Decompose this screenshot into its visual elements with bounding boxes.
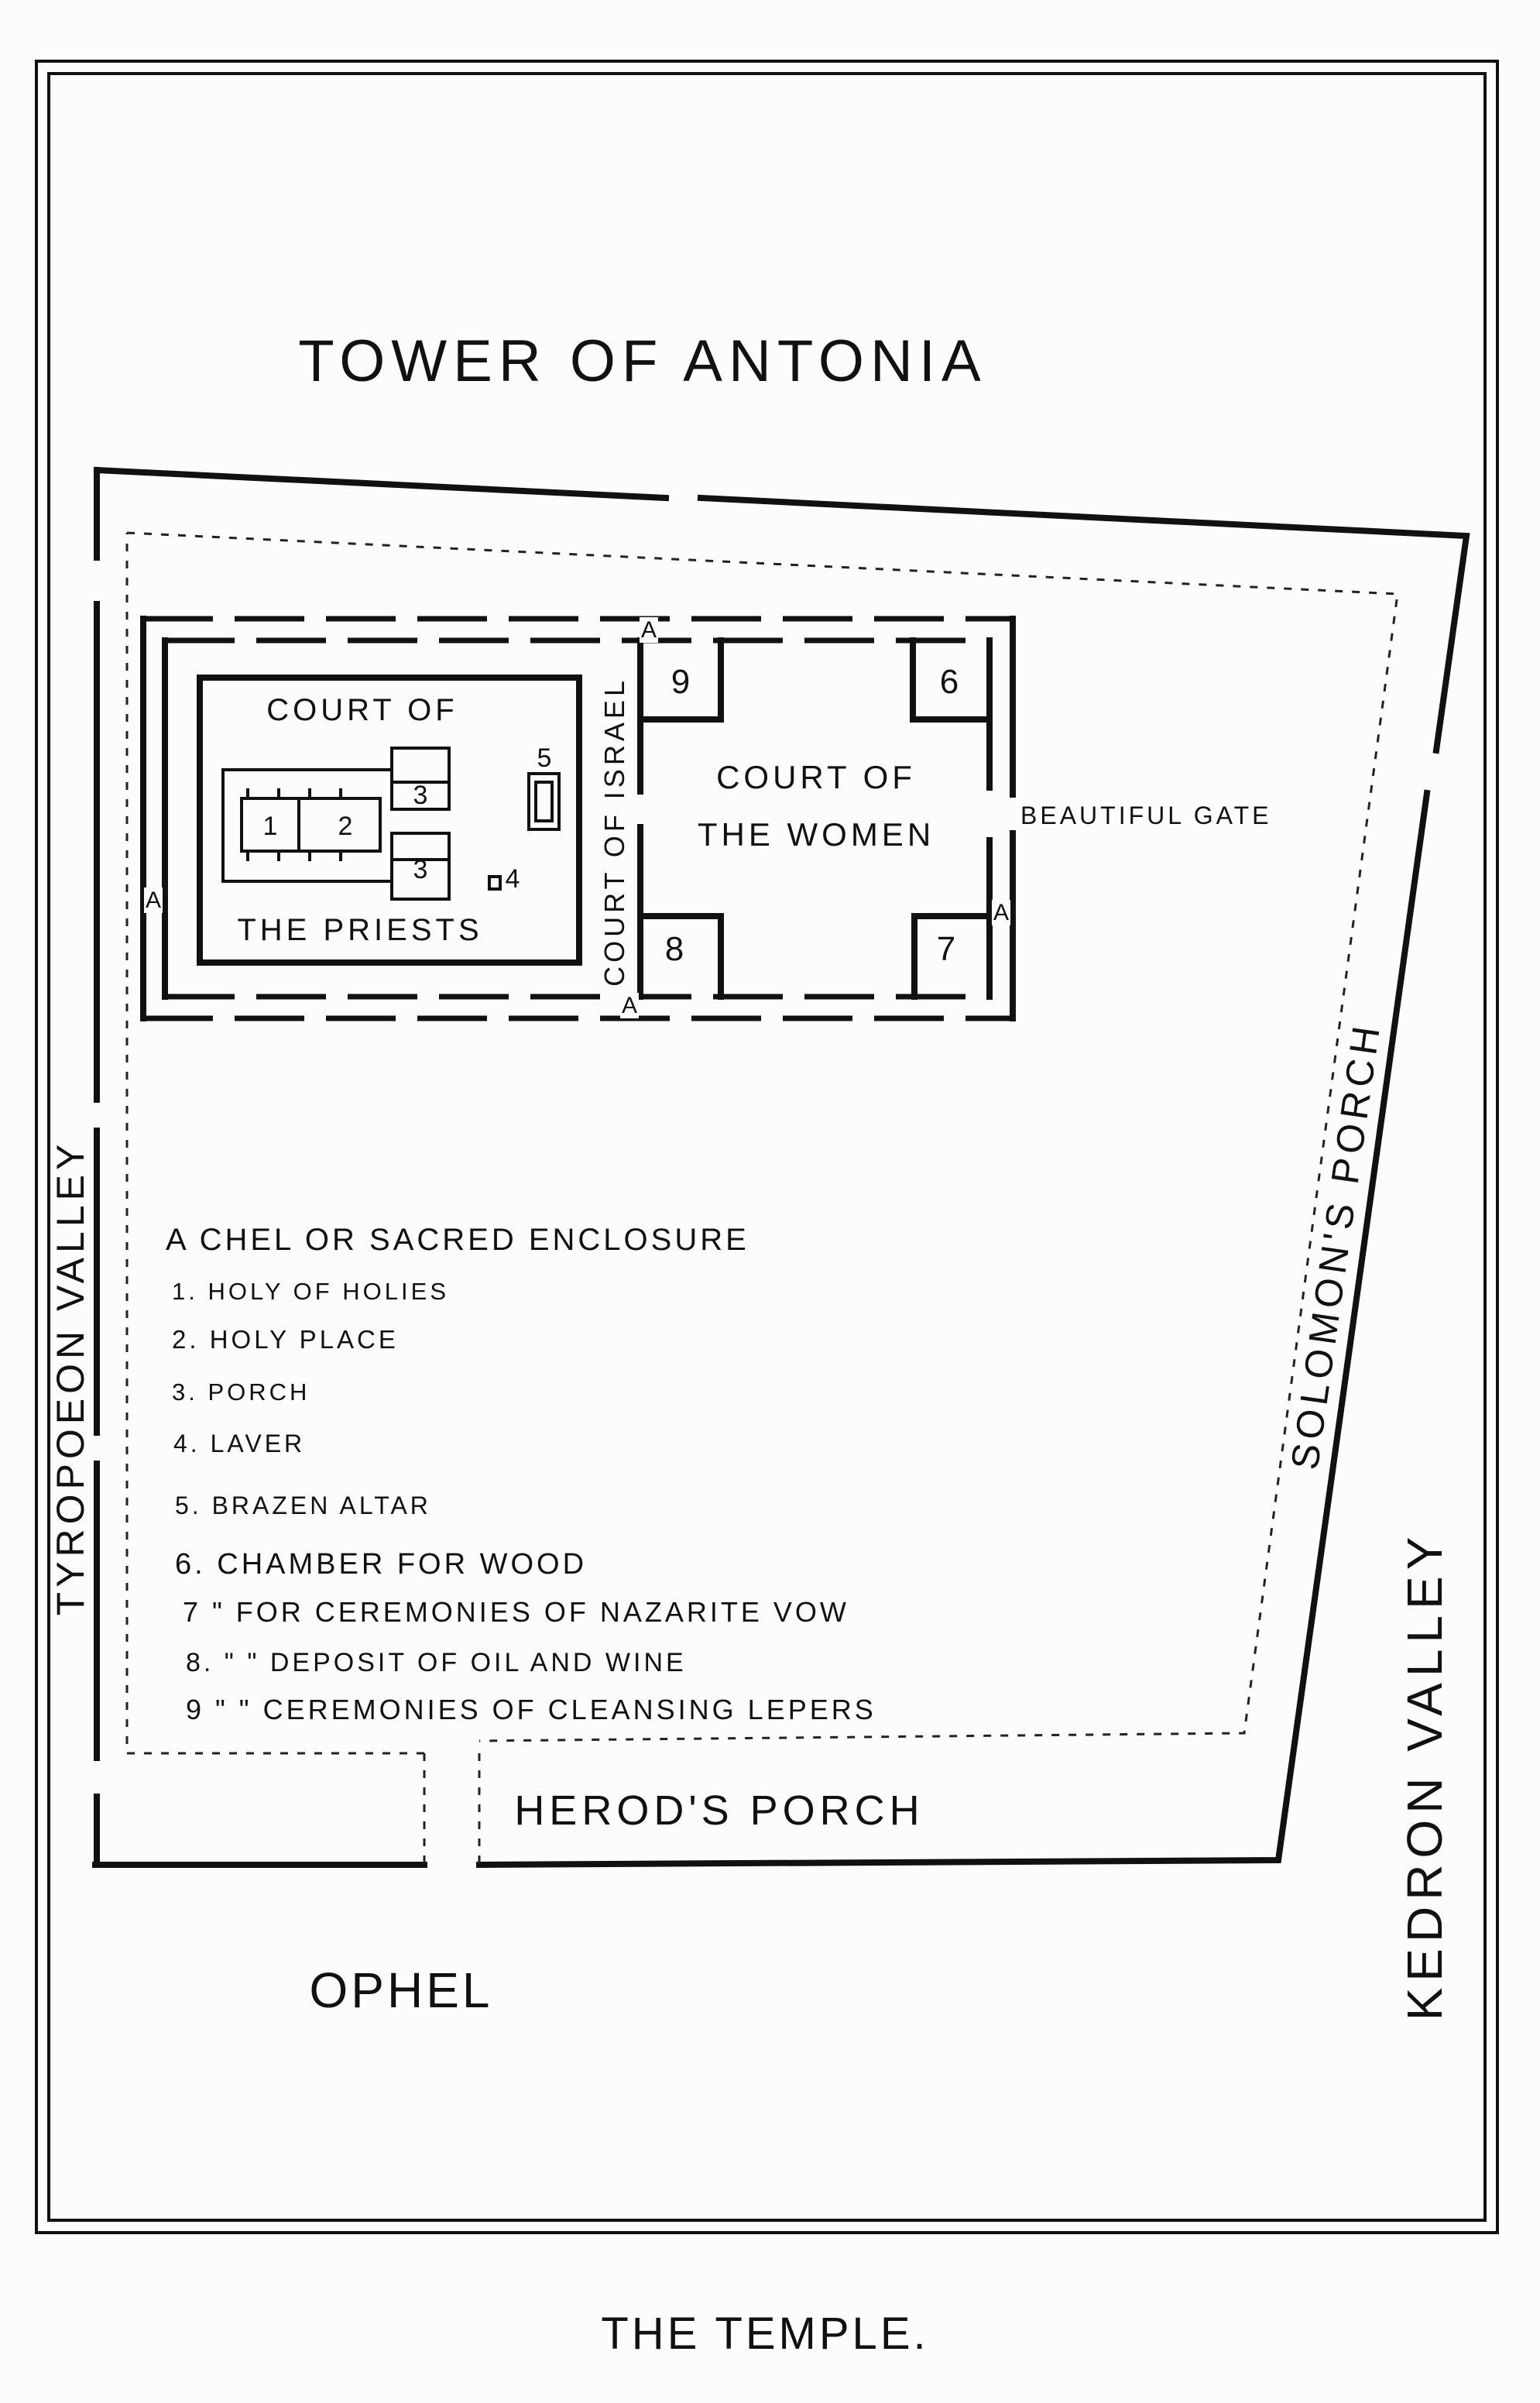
legend-item: 3. PORCH [172,1378,310,1406]
court-of-gentiles-boundary [125,531,1399,1755]
inner-frame [47,72,1487,2222]
plan-numbers: 1 2 3 3 4 5 6 7 8 9 [263,663,959,968]
chamber-6 [910,637,993,723]
beautiful-gate-label: BEAUTIFUL GATE [1020,802,1271,829]
legend-item: A CHEL OR SACRED ENCLOSURE [166,1223,749,1257]
outer-frame [35,60,1499,2234]
solomons-porch-label: SOLOMON'S PORCH [1283,1019,1389,1472]
ophel-label: OPHEL [310,1962,493,2018]
legend-item: 9 " " CEREMONIES OF CLEANSING LEPERS [186,1694,876,1725]
tyropoeon-valley-label: TYROPOEON VALLEY [49,1140,92,1616]
number-2: 2 [338,812,353,841]
brazen-altar [527,772,561,831]
number-1: 1 [263,812,278,841]
chamber-7 [911,913,993,1000]
chel-marker-gap [991,900,1011,925]
chamber-8 [637,913,724,1000]
court-of-priests [197,675,582,966]
chel-marker-right: A [993,900,1009,925]
court-of-women-label-2: THE WOMEN [698,816,935,853]
court-of-women-label-1: COURT OF [716,759,916,795]
chamber-9 [637,637,724,723]
tower-of-antonia-label: TOWER OF ANTONIA [298,328,986,394]
figure-title: THE TEMPLE. [601,2309,928,2359]
sanctuary-building [221,747,451,901]
chel-marker-left: A [146,887,161,913]
number-4: 4 [506,864,520,894]
number-8: 8 [665,930,684,968]
chel-marker-gap [143,887,163,913]
court-of-priests-label-2: THE PRIESTS [237,913,482,947]
herods-porch-label: HEROD'S PORCH [514,1787,924,1834]
legend-item: 6. CHAMBER FOR WOOD [175,1548,587,1581]
legend-item: 2. HOLY PLACE [172,1325,399,1354]
porch-lower [390,832,451,901]
chel-marker-gap [639,617,659,643]
kedron-valley-label: KEDRON VALLEY [1397,1531,1453,2021]
court-of-israel-label: COURT OF ISRAEL [599,677,630,987]
number-9: 9 [671,663,690,701]
legend-item: 8. " " DEPOSIT OF OIL AND WINE [186,1648,687,1677]
chel-marker-top: A [641,617,657,643]
laver [488,875,502,891]
legend: A CHEL OR SACRED ENCLOSURE 1. HOLY OF HO… [166,1223,876,1725]
legend-item: 7 " FOR CEREMONIES OF NAZARITE VOW [183,1596,849,1628]
porch-upper [390,747,451,811]
number-3-lower: 3 [413,855,428,884]
legend-item: 1. HOLY OF HOLIES [172,1278,449,1305]
number-3-upper: 3 [413,781,428,810]
chel-marker-gap [619,993,640,1018]
temple-mount-wall [92,466,1470,1869]
number-5: 5 [537,743,552,773]
number-7: 7 [937,930,955,968]
chel-markers: A A A A [143,617,1011,1018]
legend-item: 4. LAVER [173,1430,305,1457]
legend-item: 5. BRAZEN ALTAR [175,1492,431,1519]
chel-marker-bottom: A [622,993,637,1018]
number-6: 6 [940,663,959,701]
court-of-priests-label-1: COURT OF [266,693,458,727]
